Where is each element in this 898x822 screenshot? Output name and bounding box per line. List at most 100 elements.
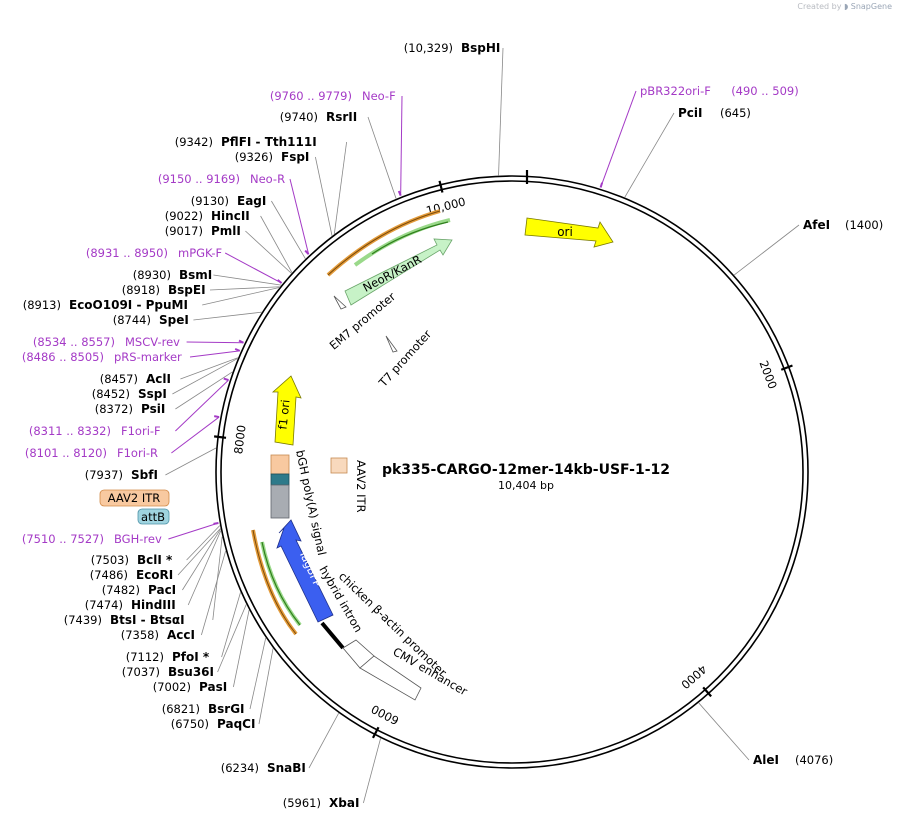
restriction-site[interactable]: BspEI(8918): [122, 283, 206, 297]
restriction-site[interactable]: AclI(8457): [100, 372, 171, 386]
site-position: (6821): [162, 702, 200, 716]
restriction-site[interactable]: BsmI(8930): [133, 268, 213, 282]
restriction-site[interactable]: SspI(8452): [92, 387, 167, 401]
tick-mark: [213, 435, 227, 439]
primer-site[interactable]: F1ori-R(8101 .. 8120): [25, 446, 158, 460]
site-position: (5961): [283, 796, 321, 810]
feature-f1-ori[interactable]: f1 ori: [271, 375, 302, 446]
primer-name: F1ori-R: [117, 446, 158, 460]
primer-site[interactable]: mPGK-F(8931 .. 8950): [86, 246, 222, 260]
site-name: BsrGI: [208, 702, 245, 716]
site-position: (645): [720, 106, 751, 120]
restriction-site[interactable]: PmlI(9017): [165, 224, 241, 238]
site-name: PacI: [148, 583, 176, 597]
primer-mark: [599, 182, 604, 188]
aav2-itr-tag[interactable]: AAV2 ITR: [99, 489, 170, 507]
primer-site[interactable]: Neo-F(9760 .. 9779): [270, 89, 396, 103]
site-leader: [177, 528, 221, 576]
site-leader: [182, 529, 221, 591]
restriction-site[interactable]: EcoO109I - PpuMI(8913): [23, 298, 188, 312]
restriction-site[interactable]: PacI(7482): [102, 583, 176, 597]
site-leader: [245, 230, 292, 274]
site-position: (9740): [280, 110, 318, 124]
plasmid-name: pk335-CARGO-12mer-14kb-USF-1-12: [382, 462, 670, 478]
site-position: (7112): [126, 650, 164, 664]
restriction-site[interactable]: FspI(9326): [235, 150, 310, 164]
restriction-site[interactable]: PasI(7002): [153, 680, 227, 694]
restriction-site[interactable]: BsrGI (6821): [162, 702, 245, 716]
restriction-site[interactable]: AfeI(1400): [803, 218, 883, 232]
site-name: PfoI *: [172, 650, 210, 664]
site-leader: [165, 447, 217, 476]
primer-mark: [238, 339, 244, 344]
primer-mark: [223, 377, 229, 382]
primer-site[interactable]: F1ori-F (8311 .. 8332): [29, 424, 161, 438]
restriction-site[interactable]: AleI(4076): [753, 753, 833, 767]
primer-leader: [186, 341, 244, 344]
site-name: PflFI - Tth111I: [221, 135, 317, 149]
site-position: (8744): [113, 313, 151, 327]
primer-leader: [289, 178, 310, 255]
site-position: (8372): [95, 402, 133, 416]
site-name: PciI: [678, 106, 703, 120]
primer-site[interactable]: Neo-R(9150 .. 9169): [158, 172, 285, 186]
primer-name: mPGK-F: [178, 246, 222, 260]
restriction-site[interactable]: PsiI(8372): [95, 402, 166, 416]
restriction-site[interactable]: SbfI(7937): [85, 468, 158, 482]
restriction-site[interactable]: HindIII(7474): [85, 598, 176, 612]
primer-mark: [214, 415, 220, 419]
restriction-site[interactable]: EcoRI(7486): [90, 568, 174, 582]
primer-site[interactable]: pRS-marker(8486 .. 8505): [22, 350, 182, 364]
restriction-site[interactable]: BspHI(10,329): [404, 41, 501, 55]
orf-arc-outer: [326, 209, 441, 277]
f1-ori-arrow: [271, 375, 302, 446]
neor-kanr-arrow: [344, 238, 453, 306]
site-leader: [201, 550, 227, 636]
site-name: BtsI - BtsαI: [110, 613, 185, 627]
restriction-site[interactable]: HincII(9022): [165, 209, 250, 223]
primer-range: (8311 .. 8332): [29, 424, 111, 438]
em7-promoter-arrow: [333, 295, 347, 310]
restriction-site[interactable]: EagI(9130): [191, 194, 267, 208]
primer-site[interactable]: pBR322ori-F(490 .. 509): [640, 84, 799, 98]
restriction-site[interactable]: SpeI(8744): [113, 313, 189, 327]
feature-ori[interactable]: ori: [524, 217, 614, 248]
primer-range: (9150 .. 9169): [158, 172, 240, 186]
site-position: (9022): [165, 209, 203, 223]
site-position: (7037): [122, 665, 160, 679]
tagbfp-arrow: [276, 519, 334, 623]
primer-site[interactable]: BGH-rev(7510 .. 7527): [22, 532, 162, 546]
site-position: (7358): [121, 628, 159, 642]
restriction-site[interactable]: SnaBI(6234): [221, 761, 306, 775]
restriction-site[interactable]: BclI *(7503): [91, 553, 173, 567]
site-position: (7474): [85, 598, 123, 612]
site-name: AccI: [167, 628, 195, 642]
primer-site[interactable]: MSCV-rev(8534 .. 8557): [33, 335, 180, 349]
site-position: (4076): [795, 753, 833, 767]
primer-mark: [277, 279, 283, 284]
restriction-site[interactable]: PflFI - Tth111I(9342): [175, 135, 317, 149]
restriction-site[interactable]: PfoI * (7112): [126, 650, 210, 664]
restriction-site[interactable]: PaqCI(6750): [171, 717, 256, 731]
site-leader: [193, 311, 262, 321]
restriction-site[interactable]: Bsu36I(7037): [122, 665, 214, 679]
backbone-inner: [220, 180, 804, 764]
site-name: BspEI: [168, 283, 206, 297]
site-leader: [180, 357, 239, 380]
restriction-site[interactable]: AccI (7358): [121, 628, 195, 642]
attb-tag[interactable]: attB: [137, 508, 170, 525]
aav2-itr-tag-label: AAV2 ITR: [108, 491, 161, 505]
orf-arc-bottom-2-core: [261, 541, 301, 626]
site-leader: [217, 604, 247, 673]
restriction-site[interactable]: XbaI(5961): [283, 796, 360, 810]
credit-prefix: Created by: [797, 2, 842, 11]
restriction-site[interactable]: RsrII (9740): [280, 110, 357, 124]
site-position: (7503): [91, 553, 129, 567]
primer-name: F1ori-F: [121, 424, 161, 438]
primer-leader: [171, 416, 220, 454]
site-name: SnaBI: [267, 761, 306, 775]
site-name: RsrII: [326, 110, 357, 124]
restriction-site[interactable]: BtsI - BtsαI(7439): [64, 613, 185, 627]
site-position: (9326): [235, 150, 273, 164]
restriction-site[interactable]: PciI (645): [678, 106, 751, 120]
